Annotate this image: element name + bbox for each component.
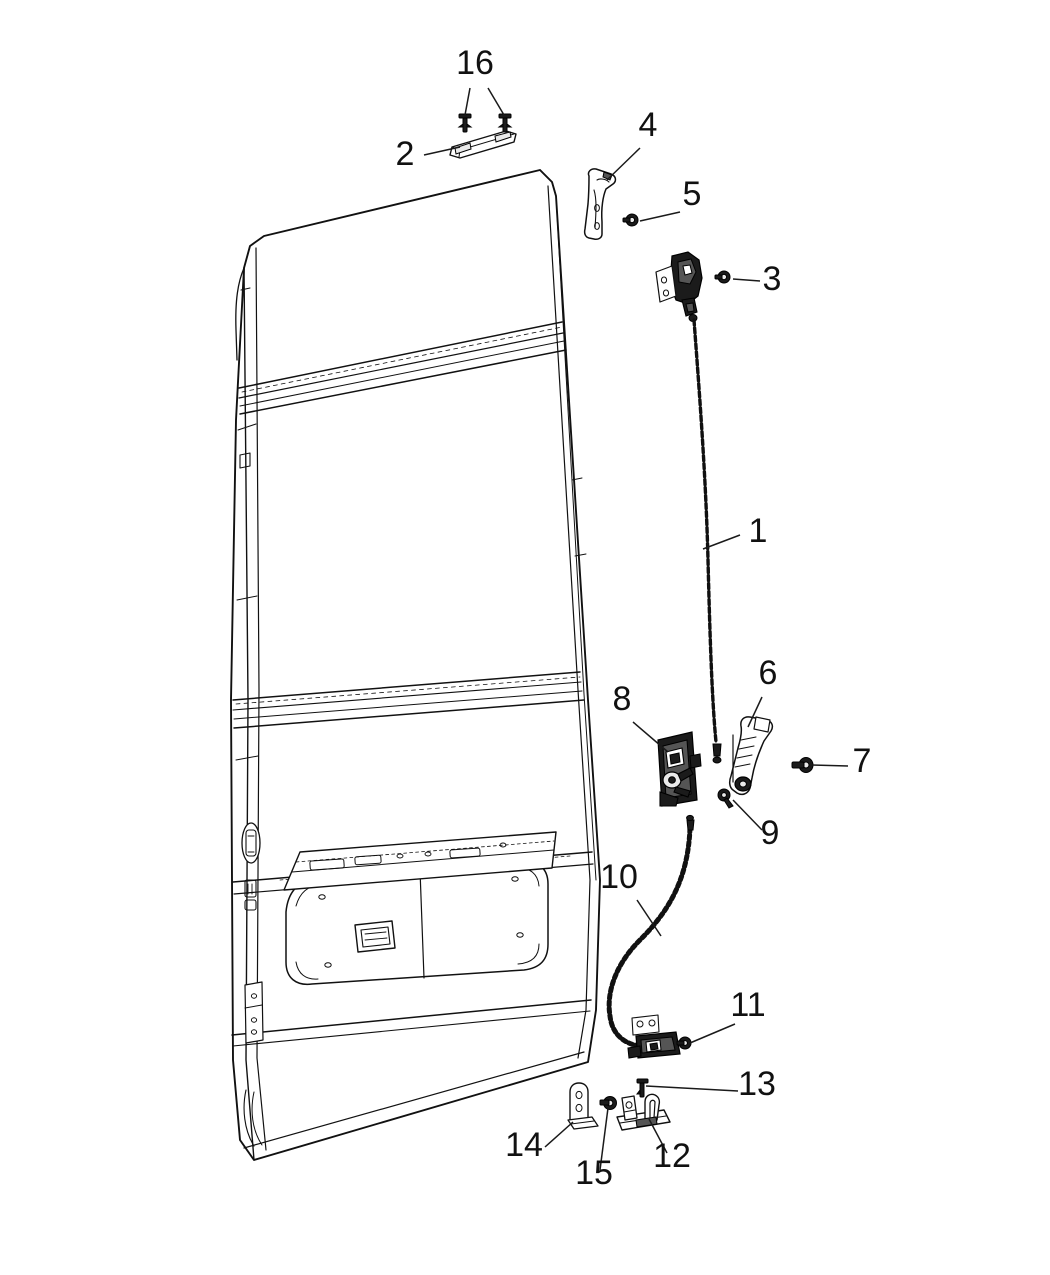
leader-10 bbox=[636, 899, 662, 937]
part-16-push-pin-a bbox=[457, 113, 473, 133]
leader-2 bbox=[423, 146, 461, 156]
part-5-bolt bbox=[622, 213, 639, 227]
callout-label-2: 2 bbox=[396, 135, 415, 173]
upper-latch-assembly bbox=[655, 251, 703, 322]
leader-13 bbox=[645, 1085, 739, 1092]
callout-label-9: 9 bbox=[761, 814, 780, 852]
leader-15 bbox=[599, 1107, 609, 1171]
leader-6 bbox=[747, 696, 763, 728]
part-12-striker-bracket bbox=[616, 1093, 671, 1131]
callout-label-13: 13 bbox=[738, 1065, 776, 1103]
part-13-screw bbox=[636, 1078, 649, 1098]
door-trim-pad bbox=[285, 860, 549, 986]
part-4-catch-bracket bbox=[583, 168, 617, 240]
part-6-release-handle bbox=[728, 716, 774, 796]
callout-label-12: 12 bbox=[653, 1137, 691, 1175]
leader-16b bbox=[487, 87, 505, 116]
callout-label-3: 3 bbox=[763, 260, 782, 298]
leader-14 bbox=[544, 1121, 574, 1148]
leader-16a bbox=[464, 87, 471, 116]
leader-4 bbox=[606, 147, 641, 181]
leader-5 bbox=[639, 211, 681, 222]
leader-lines bbox=[423, 87, 849, 1171]
part-15-bolt bbox=[599, 1096, 617, 1110]
callout-label-16: 16 bbox=[456, 44, 494, 82]
part-3-screw bbox=[714, 270, 731, 284]
lower-latch-assembly bbox=[627, 1014, 681, 1059]
door-edge-striker bbox=[241, 822, 261, 864]
leader-12 bbox=[648, 1118, 668, 1154]
callout-label-15: 15 bbox=[575, 1154, 613, 1192]
part-16-push-pin-b bbox=[497, 113, 513, 133]
callout-label-10: 10 bbox=[600, 858, 638, 896]
part-1-control-rod bbox=[692, 318, 722, 764]
door-panel bbox=[230, 169, 601, 1161]
callout-label-5: 5 bbox=[683, 175, 702, 213]
callout-label-11: 11 bbox=[730, 986, 765, 1024]
part-9-screw bbox=[717, 788, 734, 809]
part-10-control-cable bbox=[606, 814, 695, 1049]
callout-label-1: 1 bbox=[749, 512, 768, 550]
callout-label-14: 14 bbox=[505, 1126, 543, 1164]
part-14-hold-bracket bbox=[567, 1082, 599, 1130]
part-2-trim-strip bbox=[449, 130, 517, 159]
leader-9 bbox=[732, 799, 763, 831]
callout-labels: 1 2 3 4 5 6 7 8 9 10 11 12 13 14 15 16 bbox=[396, 44, 872, 1192]
leader-11 bbox=[689, 1023, 736, 1044]
part-7-bolt bbox=[791, 757, 814, 773]
door-edge-top-clip bbox=[239, 287, 251, 469]
callout-label-4: 4 bbox=[639, 106, 658, 144]
part-11-screw bbox=[676, 1036, 692, 1050]
leader-7 bbox=[811, 764, 849, 767]
door-upper-rail bbox=[283, 831, 557, 891]
callout-label-7: 7 bbox=[853, 742, 872, 780]
leader-3 bbox=[732, 278, 761, 282]
leader-8 bbox=[632, 721, 669, 753]
callout-label-6: 6 bbox=[759, 654, 778, 692]
part-8-center-latch bbox=[657, 731, 702, 807]
door-edge-hinge-plate bbox=[244, 981, 264, 1044]
leader-1 bbox=[702, 534, 741, 550]
callout-label-8: 8 bbox=[613, 680, 632, 718]
door-edge-hinge-slots bbox=[244, 879, 257, 911]
